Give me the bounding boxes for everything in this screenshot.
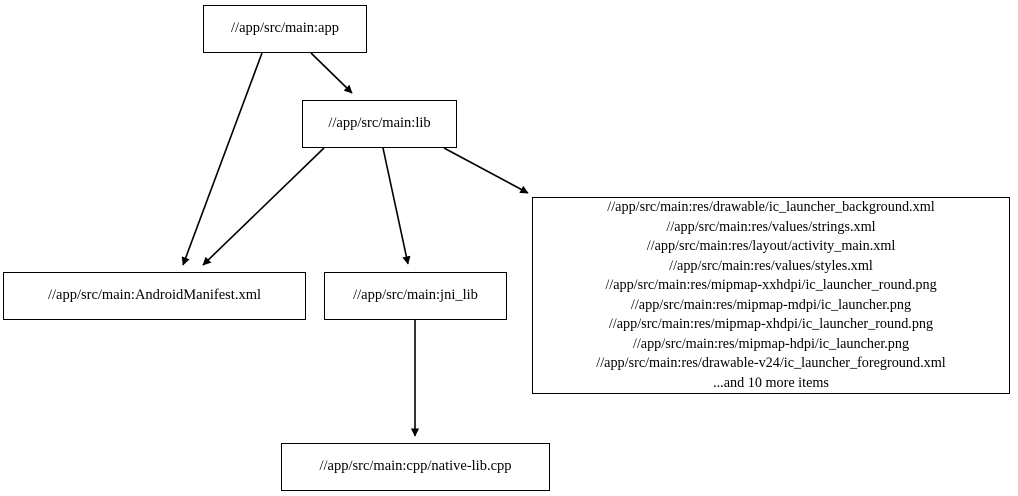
node-app[interactable]: //app/src/main:app: [203, 5, 367, 53]
node-lib[interactable]: //app/src/main:lib: [302, 100, 457, 148]
edge-lib-to-jni-lib: [382, 147, 411, 265]
edge-app-to-lib: [310, 52, 353, 94]
node-res-collection[interactable]: //app/src/main:res/drawable/ic_launcher_…: [532, 197, 1010, 394]
node-lib-label: //app/src/main:lib: [328, 115, 431, 132]
node-native-lib-cpp-label: //app/src/main:cpp/native-lib.cpp: [319, 458, 512, 475]
edge-lib-to-res: [443, 147, 529, 194]
node-native-lib-cpp[interactable]: //app/src/main:cpp/native-lib.cpp: [281, 443, 550, 491]
edge-app-to-manifest: [181, 52, 263, 266]
node-android-manifest[interactable]: //app/src/main:AndroidManifest.xml: [3, 272, 306, 320]
node-android-manifest-label: //app/src/main:AndroidManifest.xml: [47, 287, 262, 304]
node-res-collection-label: //app/src/main:res/drawable/ic_launcher_…: [596, 199, 946, 391]
edge-lib-to-manifest: [202, 147, 325, 266]
node-app-label: //app/src/main:app: [231, 20, 339, 37]
node-jni-lib-label: //app/src/main:jni_lib: [353, 287, 478, 304]
node-jni-lib[interactable]: //app/src/main:jni_lib: [324, 272, 507, 320]
